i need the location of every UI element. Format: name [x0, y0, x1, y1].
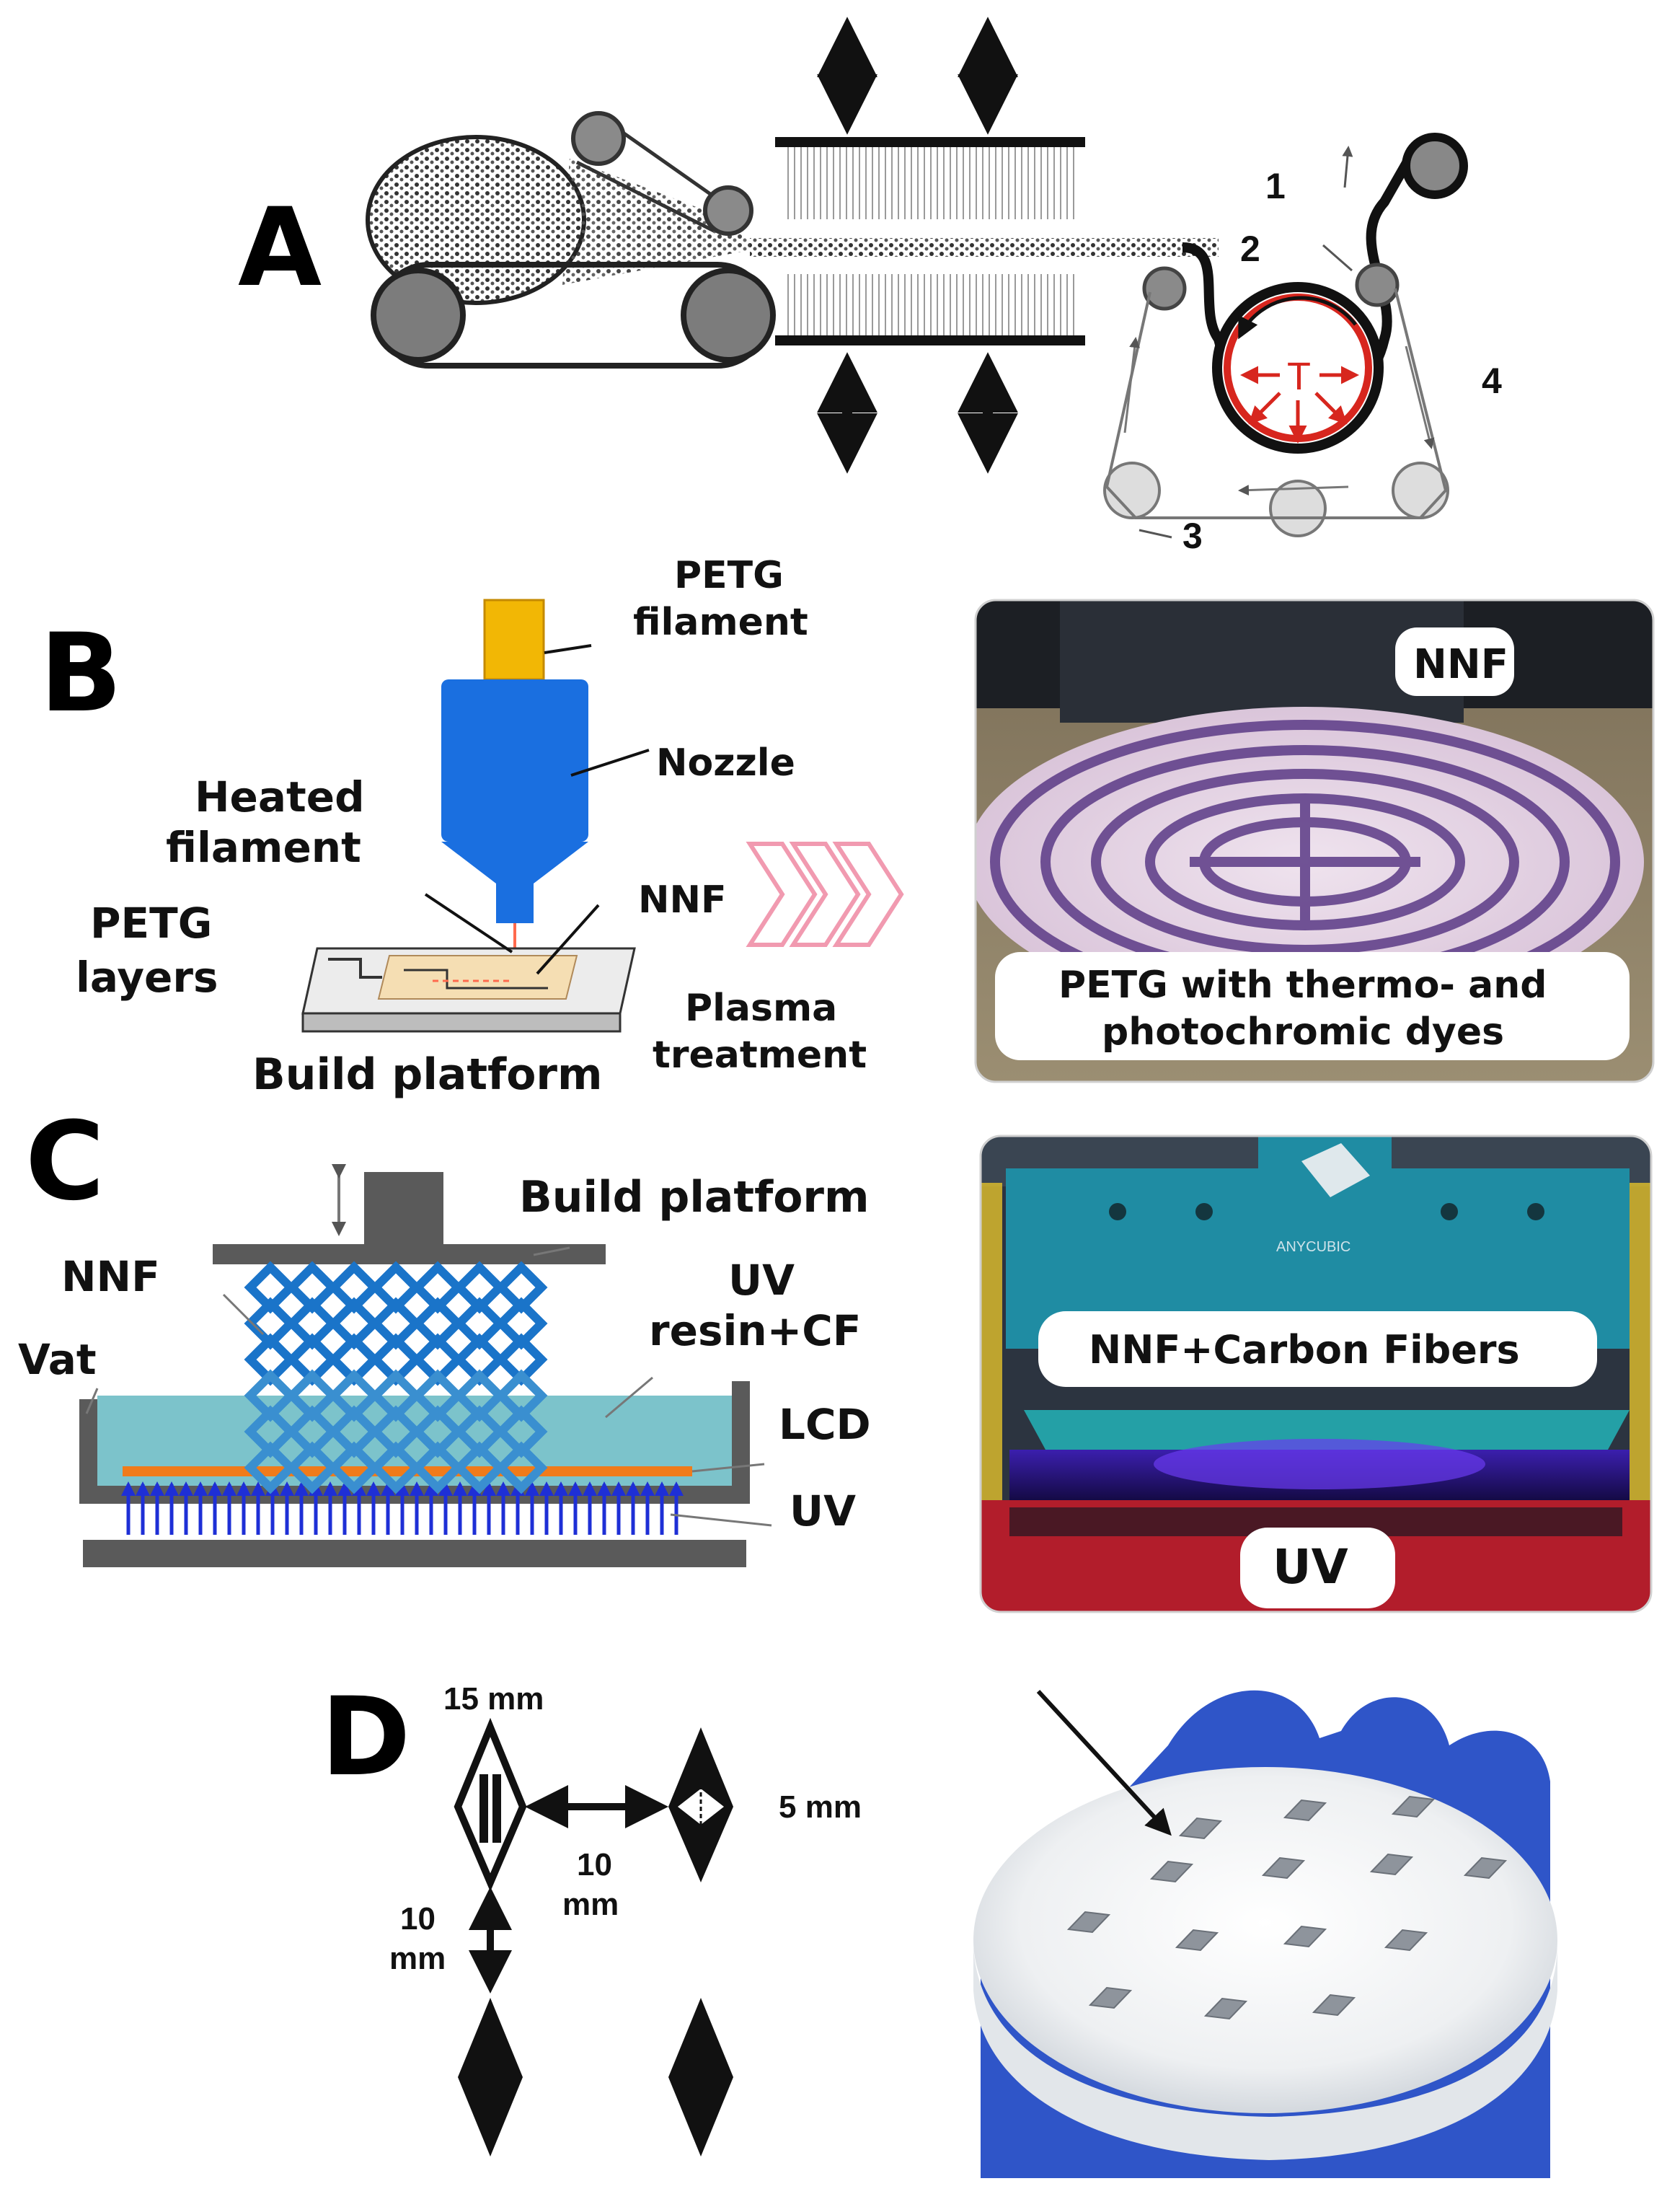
label-plasma-1: Plasma: [685, 987, 837, 1030]
nonwoven-web: [750, 238, 1219, 257]
panel-c-letter: C: [25, 1099, 105, 1225]
photo-b-tag-bottom-2: photochromic dyes: [1102, 1010, 1504, 1054]
conveyor-belt: [371, 262, 776, 369]
lattice-cell: [411, 1441, 464, 1494]
diamond-pattern-schematic: [454, 1717, 733, 2156]
panel-b-letter: B: [40, 611, 122, 736]
embedded-diamond: [1369, 1853, 1414, 1876]
photo-b-tag-bottom-1: PETG with thermo- and: [1058, 964, 1547, 1007]
uv-arrows: [121, 1481, 684, 1535]
panel-c: C Build platform NNF UV resin+CF Vat LCD…: [18, 1099, 1653, 1613]
heated-drum: T: [1103, 133, 1468, 537]
photo-b-tag-top-text: NNF: [1413, 641, 1508, 688]
panel-d: D 15 mm 5 mm 10 mm 10 mm: [321, 1675, 1557, 2178]
embedded-nnf-diamonds: [1066, 1795, 1508, 2020]
label-petg-filament-2: filament: [633, 601, 808, 644]
label-2: 2: [1240, 229, 1260, 269]
embedded-diamond: [1312, 1993, 1356, 2017]
label-petg-layers-2: layers: [76, 953, 218, 1002]
lattice-cell: [453, 1441, 506, 1494]
embedded-diamond: [1261, 1856, 1306, 1880]
photo-c-tag-bottom: [1240, 1528, 1395, 1608]
embedded-diamond: [1384, 1929, 1428, 1952]
label-petg-layers-1: PETG: [90, 899, 212, 948]
label-vat: Vat: [18, 1335, 97, 1384]
embedded-diamond: [1283, 1925, 1327, 1948]
panel-b: B PETG filament Nozzle Heated filament N…: [40, 554, 1655, 1100]
lattice-cell: [244, 1441, 297, 1494]
lattice-cell: [369, 1441, 423, 1494]
panel-d-letter: D: [321, 1675, 411, 1800]
label-h-gap-1: 10: [577, 1847, 612, 1882]
embedded-diamond: [1203, 1997, 1248, 2020]
label-h-gap-2: mm: [562, 1887, 619, 1922]
photo-nonwoven-sample: [973, 1689, 1557, 2178]
label-build-platform-c: Build platform: [519, 1172, 870, 1222]
label-width: 5 mm: [779, 1789, 862, 1825]
embedded-diamond: [1391, 1795, 1436, 1818]
label-nozzle: Nozzle: [656, 741, 795, 785]
label-v-gap-1: 10: [400, 1901, 436, 1937]
embedded-diamond: [1175, 1929, 1219, 1952]
label-heated-1: Heated: [195, 772, 365, 821]
photo-b-tag-top: [1395, 627, 1514, 696]
plasma-chevrons: [746, 842, 904, 947]
label-length: 15 mm: [443, 1681, 544, 1717]
photo-c-brand: ANYCUBIC: [1276, 1239, 1350, 1255]
panel-a-letter: A: [238, 185, 322, 311]
label-build-platform-b: Build platform: [252, 1049, 603, 1100]
temp-symbol: T: [1287, 355, 1311, 398]
embedded-diamond: [1283, 1799, 1327, 1822]
label-lcd: LCD: [779, 1400, 871, 1449]
fdm-printer-schematic: [301, 599, 650, 1033]
label-4: 4: [1482, 361, 1502, 401]
label-uv-resin-1: UV: [728, 1256, 795, 1305]
label-nnf-c: NNF: [61, 1252, 160, 1301]
label-petg-filament-1: PETG: [674, 554, 784, 597]
embedded-diamond: [1463, 1856, 1508, 1880]
label-uv-resin-2: resin+CF: [649, 1306, 861, 1355]
photo-c-tag-top: [1038, 1311, 1597, 1387]
label-3: 3: [1182, 516, 1203, 556]
embedded-diamond: [1178, 1817, 1223, 1840]
label-plasma-2: treatment: [653, 1034, 867, 1077]
label-nnf-b: NNF: [638, 878, 727, 922]
fiber-web-feed: [366, 111, 757, 305]
photo-b-tag-bottom: [995, 952, 1630, 1060]
label-uv-c: UV: [790, 1486, 856, 1536]
panel-a: A: [238, 17, 1502, 556]
embedded-diamond: [1088, 1986, 1133, 2009]
label-1: 1: [1265, 166, 1286, 206]
photo-c-tag-top-text: NNF+Carbon Fibers: [1089, 1327, 1520, 1373]
embedded-diamond: [1066, 1911, 1111, 1934]
lattice-cell: [327, 1441, 381, 1494]
embedded-diamond: [1149, 1860, 1194, 1883]
msla-printer-schematic: [79, 1164, 772, 1567]
lattice-cell: [495, 1441, 548, 1494]
nnf-lattice: [244, 1261, 548, 1494]
lattice-cell: [286, 1441, 339, 1494]
photo-c-tag-bottom-text: UV: [1273, 1539, 1348, 1595]
label-v-gap-2: mm: [389, 1941, 446, 1976]
needle-loom: [775, 17, 1085, 474]
label-heated-2: filament: [166, 823, 361, 872]
